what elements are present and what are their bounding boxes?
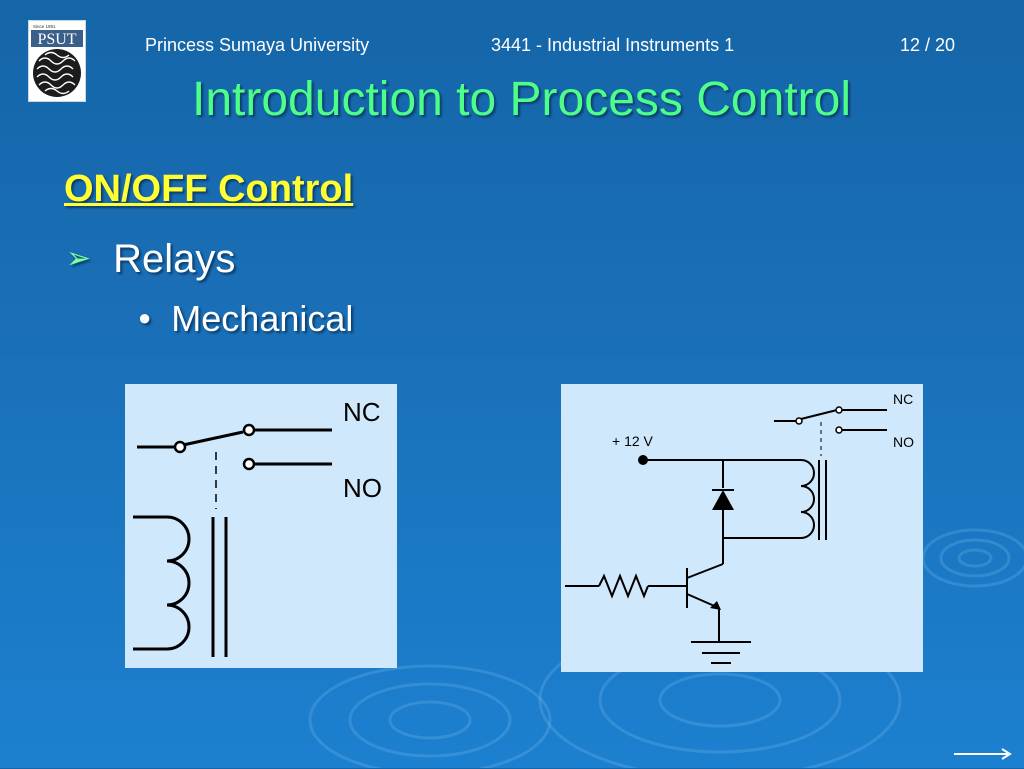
psut-logo: Since 1991 PSUT — [28, 20, 86, 102]
bullet-mechanical-text: Mechanical — [171, 298, 354, 339]
header-course: 3441 - Industrial Instruments 1 — [491, 35, 735, 55]
dot-bullet-icon: ● — [138, 305, 152, 330]
relay-driver-circuit: + 12 V NC NO — [561, 384, 923, 672]
next-slide-button[interactable] — [952, 744, 1016, 764]
relay-symbol-svg — [133, 423, 332, 657]
header-page-number: 12 / 20 — [900, 35, 956, 55]
slide-title: Introduction to Process Control — [192, 73, 851, 126]
header-university: Princess Sumaya University — [145, 35, 370, 55]
bullet-relays: ➢ Relays — [66, 237, 235, 282]
arrow-bullet-icon: ➢ — [66, 242, 92, 275]
nc-label-small: NC — [893, 391, 914, 407]
bullet-mechanical: ● Mechanical — [138, 298, 353, 340]
no-label: NO — [343, 473, 382, 503]
logo-since-text: Since 1991 — [33, 24, 56, 29]
bullet-relays-text: Relays — [113, 237, 236, 281]
circuit-svg — [565, 406, 887, 664]
nc-label: NC — [343, 397, 381, 427]
relay-diagram-left: NC NO — [125, 384, 397, 668]
no-label-small: NO — [893, 434, 914, 450]
section-heading: ON/OFF Control — [64, 168, 354, 210]
supply-voltage-label: + 12 V — [612, 433, 653, 449]
arrow-right-icon — [954, 748, 1012, 760]
logo-text: PSUT — [37, 31, 76, 48]
